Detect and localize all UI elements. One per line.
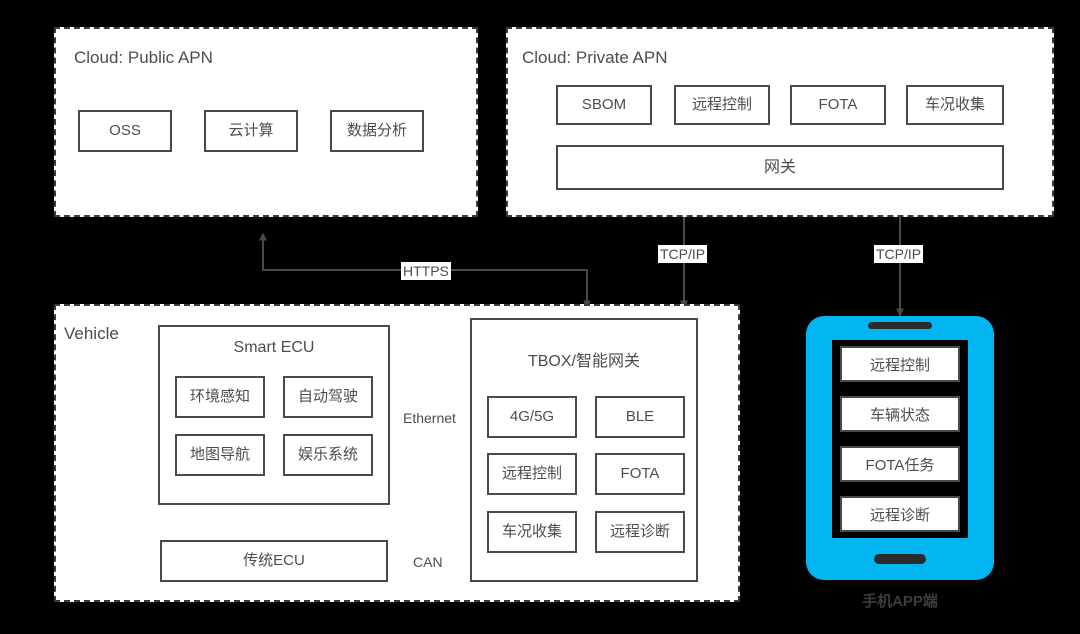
smart-ecu-title: Smart ECU bbox=[233, 339, 315, 356]
smart-ecu-module-map-navigation[interactable]: 地图导航 bbox=[175, 434, 265, 476]
private-gateway[interactable]: 网关 bbox=[556, 145, 1004, 190]
private-service-fota[interactable]: FOTA bbox=[790, 85, 886, 125]
phone-screen: 远程控制 车辆状态 FOTA任务 远程诊断 bbox=[832, 340, 968, 538]
legacy-ecu[interactable]: 传统ECU bbox=[160, 540, 388, 582]
private-service-remote-control[interactable]: 远程控制 bbox=[674, 85, 770, 125]
smart-ecu-module-infotainment[interactable]: 娱乐系统 bbox=[283, 434, 373, 476]
smart-ecu-module-perception[interactable]: 环境感知 bbox=[175, 376, 265, 418]
private-service-sbom[interactable]: SBOM bbox=[556, 85, 652, 125]
vehicle-title: Vehicle bbox=[64, 324, 119, 343]
edge-label-https: HTTPS bbox=[401, 262, 451, 281]
smart-ecu-module-autonomous-driving[interactable]: 自动驾驶 bbox=[283, 376, 373, 418]
public-service-cloud-computing[interactable]: 云计算 bbox=[204, 110, 298, 152]
public-service-oss[interactable]: OSS bbox=[78, 110, 172, 152]
edge-label-tcpip-tbox: TCP/IP bbox=[658, 245, 708, 264]
public-apn-title: Cloud: Public APN bbox=[74, 48, 213, 67]
phone-caption: 手机APP端 bbox=[862, 593, 938, 608]
phone-speaker-icon bbox=[868, 322, 932, 329]
tbox-module-ble[interactable]: BLE bbox=[595, 396, 685, 438]
edge-label-tcpip-phone: TCP/IP bbox=[874, 245, 924, 264]
phone-app-vehicle-status[interactable]: 车辆状态 bbox=[840, 396, 960, 432]
phone-app-fota-task[interactable]: FOTA任务 bbox=[840, 446, 960, 482]
private-apn-title: Cloud: Private APN bbox=[522, 48, 668, 67]
tbox-module-4g5g[interactable]: 4G/5G bbox=[487, 396, 577, 438]
public-service-data-analysis[interactable]: 数据分析 bbox=[330, 110, 424, 152]
phone-app-remote-control[interactable]: 远程控制 bbox=[840, 346, 960, 382]
edge-label-ethernet: Ethernet bbox=[403, 410, 456, 426]
private-service-vehicle-data[interactable]: 车况收集 bbox=[906, 85, 1004, 125]
tbox-module-fota[interactable]: FOTA bbox=[595, 453, 685, 495]
tbox-module-vehicle-data[interactable]: 车况收集 bbox=[487, 511, 577, 553]
tbox-module-remote-diagnosis[interactable]: 远程诊断 bbox=[595, 511, 685, 553]
edge-label-can: CAN bbox=[413, 554, 443, 570]
phone-home-button[interactable] bbox=[874, 554, 926, 564]
tbox-title: TBOX/智能网关 bbox=[527, 353, 640, 370]
phone-app-remote-diagnosis[interactable]: 远程诊断 bbox=[840, 496, 960, 532]
tbox-module-remote-control[interactable]: 远程控制 bbox=[487, 453, 577, 495]
